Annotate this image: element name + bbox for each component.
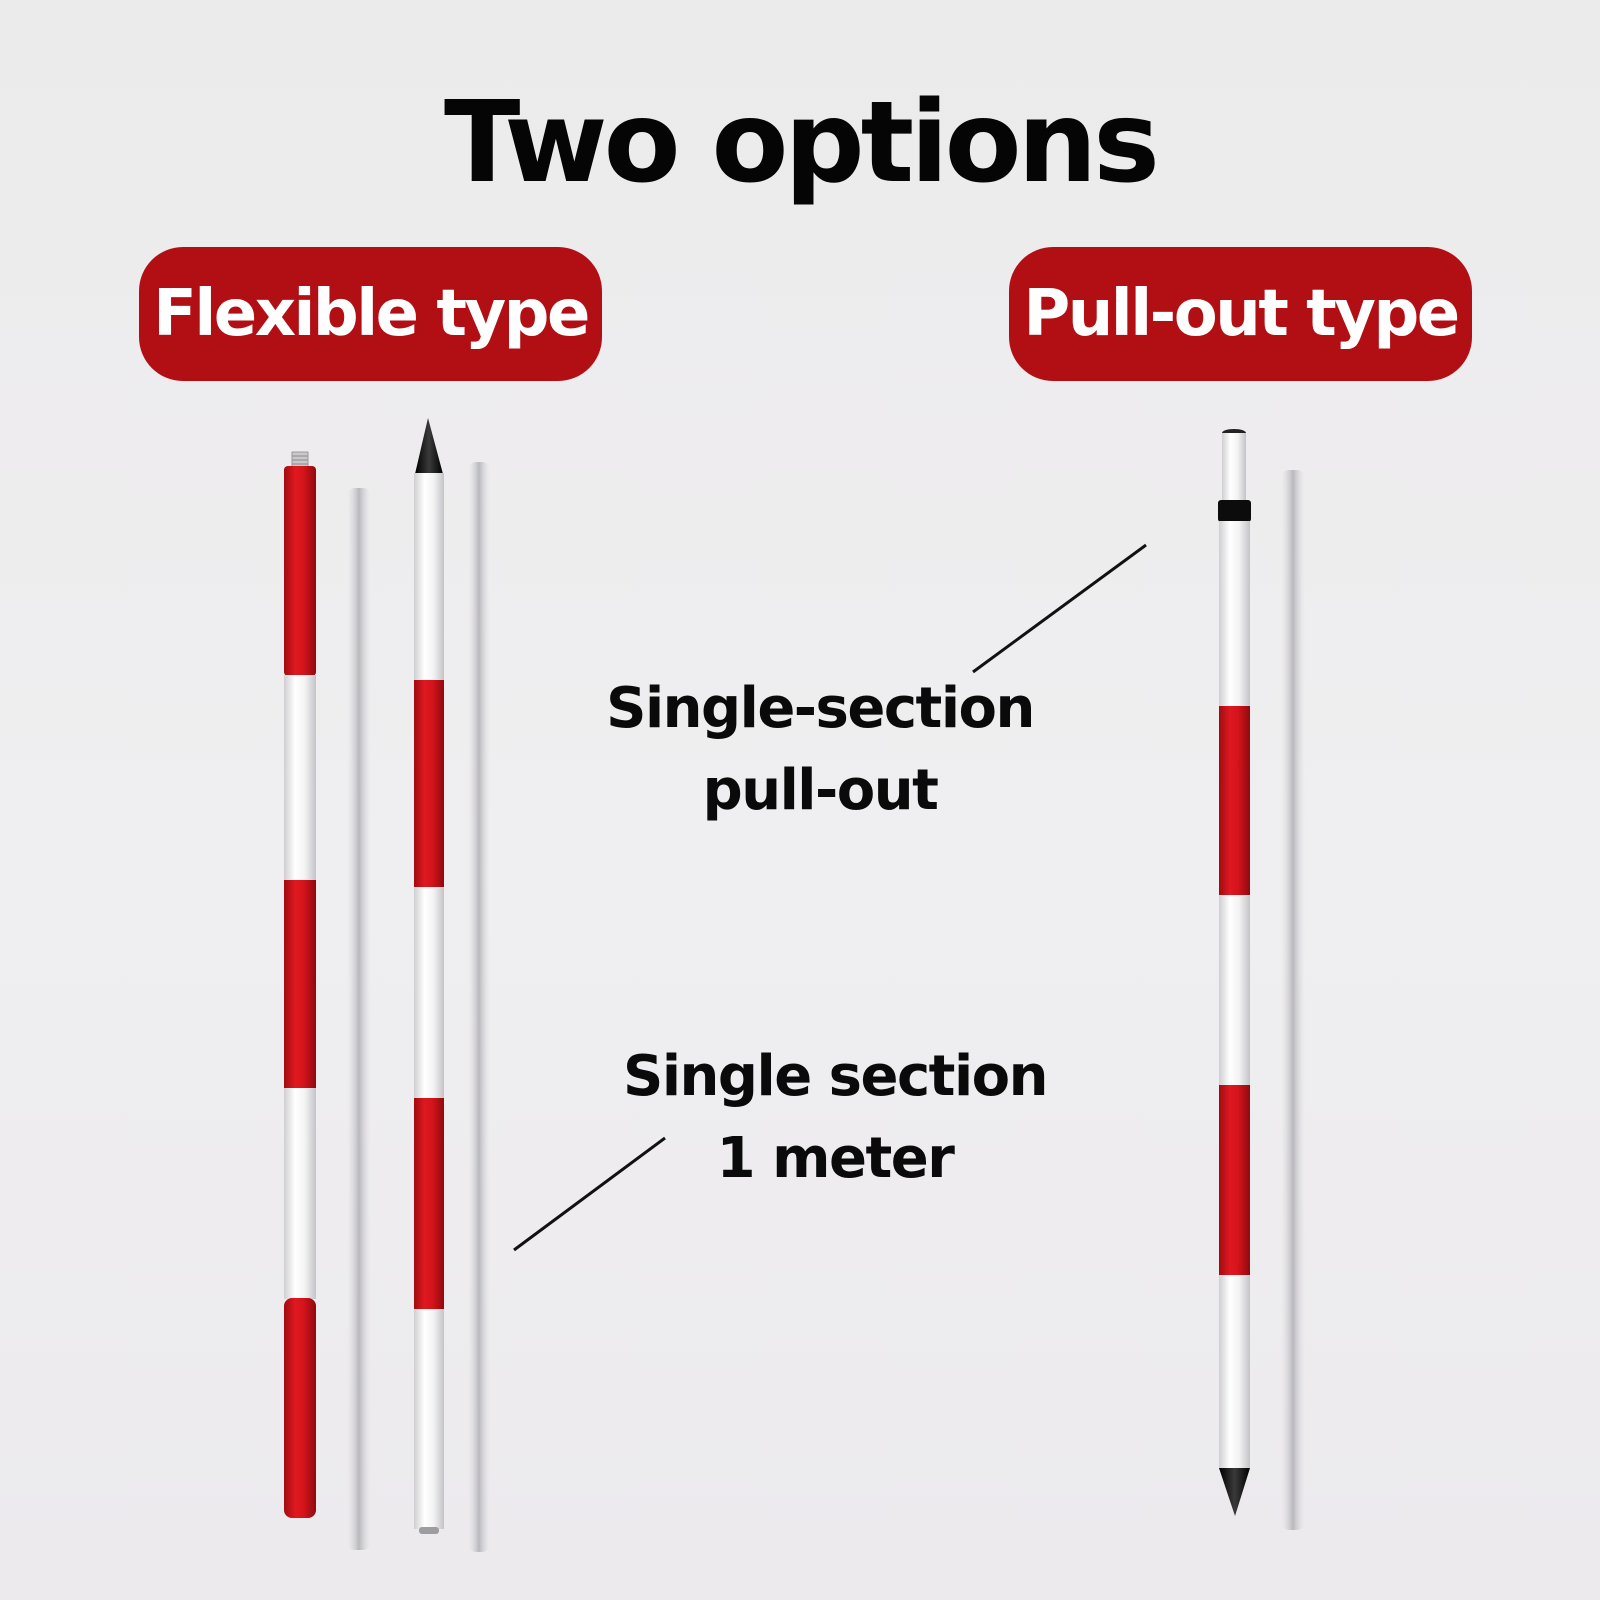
pull-out-type-label: Pull-out type: [1023, 277, 1460, 351]
length-callout-line2: 1 meter: [716, 1126, 955, 1191]
flexible-type-badge: Flexible type: [139, 247, 602, 381]
pull-out-callout-line1: Single-section: [606, 676, 1035, 741]
flexible-type-label: Flexible type: [153, 277, 590, 351]
rod-shadow: [468, 462, 490, 1552]
flexible-rod-threaded: [284, 451, 316, 1518]
rod-shadow: [347, 488, 371, 1550]
pull-out-callout: Single-section pull-out: [590, 668, 1050, 832]
pull-out-rod: [1218, 429, 1251, 1516]
page-title: Two options: [444, 78, 1160, 208]
rod-shadow: [1281, 470, 1305, 1530]
callout-leader-line: [513, 1136, 666, 1252]
length-callout-line1: Single section: [623, 1044, 1048, 1109]
callout-leader-line: [972, 543, 1147, 674]
pull-out-callout-line2: pull-out: [702, 758, 939, 823]
flexible-rod-pointed: [414, 418, 444, 1534]
pull-out-type-badge: Pull-out type: [1009, 247, 1472, 381]
length-callout: Single section 1 meter: [605, 1036, 1065, 1200]
